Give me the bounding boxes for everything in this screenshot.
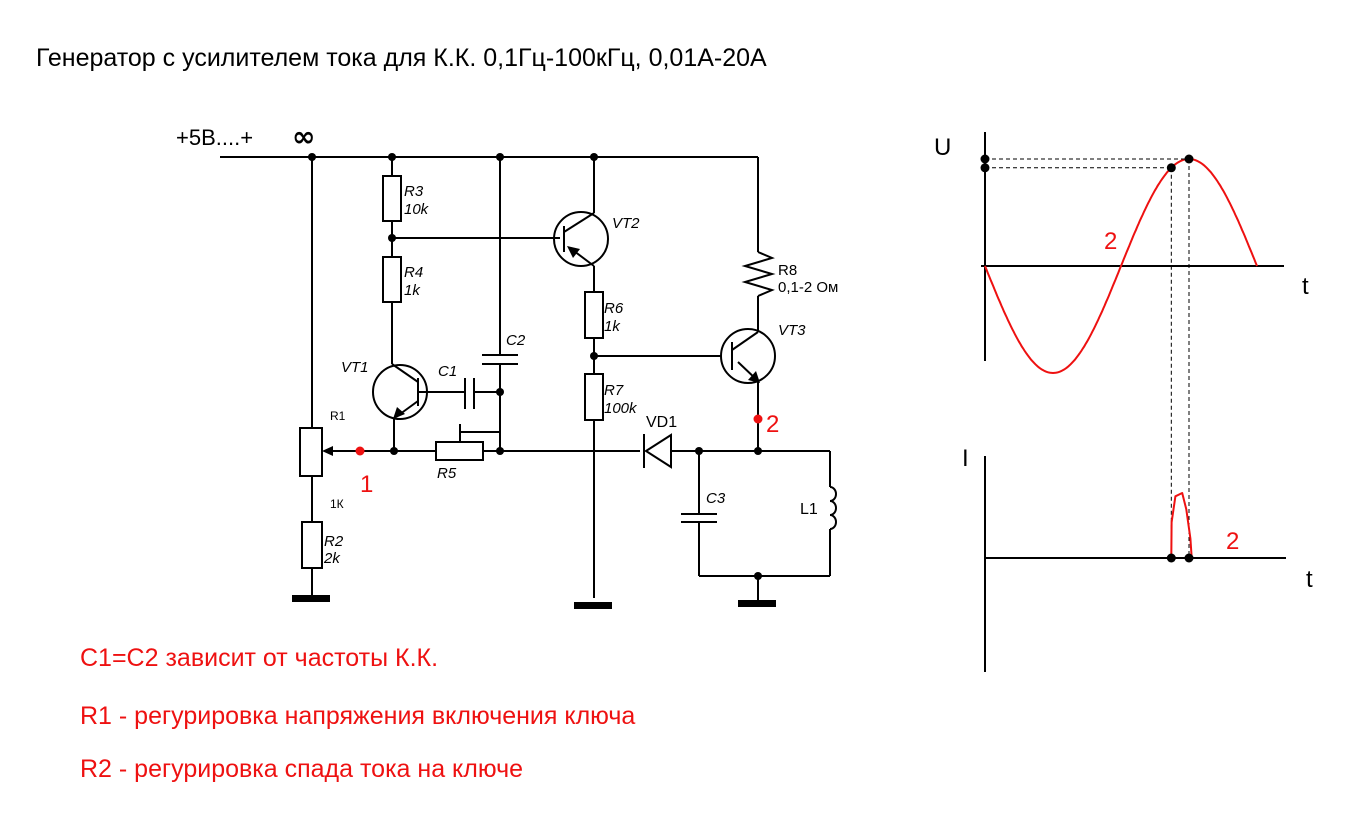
lc-tank — [681, 451, 837, 607]
r6-label: R6 — [604, 300, 624, 317]
wiper-arrow-icon — [322, 446, 333, 456]
infinity-symbol: ∞ — [292, 120, 315, 153]
r1-label: R1 — [330, 409, 346, 423]
potentiometer-r5 — [435, 441, 484, 461]
resistor-r7 — [584, 373, 604, 421]
u-series-label: 2 — [1104, 228, 1117, 255]
r3-label: R3 — [404, 183, 424, 200]
test-point-2-label: 2 — [766, 411, 779, 438]
peak-level-marker — [980, 154, 990, 164]
resistor-r4 — [382, 256, 402, 303]
pulse-end-marker — [1184, 553, 1194, 563]
i-t-axis-label: t — [1306, 566, 1313, 593]
resistor-r3 — [382, 175, 402, 222]
diode-vd1 — [643, 433, 830, 469]
ground-icon — [574, 602, 612, 609]
resistor-r6 — [584, 291, 604, 339]
switch-point-marker — [1166, 163, 1176, 173]
test-point-1-label: 1 — [360, 471, 373, 498]
capacitor-c2 — [482, 157, 518, 451]
capacitor-c1 — [464, 378, 504, 409]
note-r2: R2 - регурировка спада тока на ключе — [80, 755, 523, 783]
potentiometer-r1 — [299, 427, 323, 477]
resistor-r8 — [741, 157, 776, 332]
r3-r4-branch — [382, 157, 560, 364]
resistor-r2 — [301, 521, 323, 569]
r5-label: R5 — [437, 465, 457, 482]
note-capacitors: С1=С2 зависит от частоты К.К. — [80, 644, 438, 672]
vt1-label: VT1 — [341, 359, 369, 376]
r8-value: 0,1-2 Ом — [778, 279, 838, 296]
r6-value: 1k — [604, 318, 621, 335]
u-t-axis-label: t — [1302, 273, 1309, 300]
voltage-chart: U t 2 — [934, 132, 1309, 558]
ground-icon — [738, 600, 776, 607]
pulse-start-marker — [1166, 553, 1176, 563]
r7-label: R7 — [604, 382, 624, 399]
l1-label: L1 — [800, 501, 818, 518]
test-point-1 — [355, 446, 365, 456]
inductor-l1 — [829, 486, 837, 530]
current-chart: I t 2 — [962, 445, 1313, 672]
i-axis-label: I — [962, 445, 969, 472]
r8-label: R8 — [778, 262, 797, 279]
i-series-label: 2 — [1226, 528, 1239, 555]
r3-value: 10k — [404, 201, 430, 218]
u-axis-label: U — [934, 134, 951, 161]
vd1-label: VD1 — [646, 414, 677, 431]
supply-label: +5В....+ — [176, 125, 253, 150]
r6-r7-branch — [574, 291, 722, 609]
peak-point-marker — [1184, 154, 1194, 164]
voltage-curve — [984, 157, 1258, 375]
transistor-vt2 — [553, 157, 609, 292]
r4-value: 1k — [404, 282, 421, 299]
r2-label: R2 — [324, 533, 344, 550]
c1-label: C1 — [438, 363, 457, 380]
ground-icon — [292, 595, 330, 602]
r1-r2-branch — [292, 157, 392, 602]
note-r1: R1 - регурировка напряжения включения кл… — [80, 702, 635, 730]
vt3-label: VT3 — [778, 322, 806, 339]
vt2-label: VT2 — [612, 215, 640, 232]
transistor-vt1 — [372, 363, 464, 451]
current-pulse-curve — [1170, 492, 1193, 559]
r4-label: R4 — [404, 264, 423, 281]
c2-label: C2 — [506, 332, 526, 349]
r2-value: 2k — [323, 550, 341, 567]
r1-value: 1К — [330, 497, 344, 511]
switch-level-marker — [980, 163, 990, 173]
c3-label: C3 — [706, 490, 726, 507]
r5-branch — [390, 424, 640, 461]
supply-rail — [220, 153, 758, 161]
test-point-2 — [753, 414, 763, 424]
page-title: Генератор с усилителем тока для К.К. 0,1… — [36, 44, 767, 72]
r7-value: 100k — [604, 400, 638, 417]
